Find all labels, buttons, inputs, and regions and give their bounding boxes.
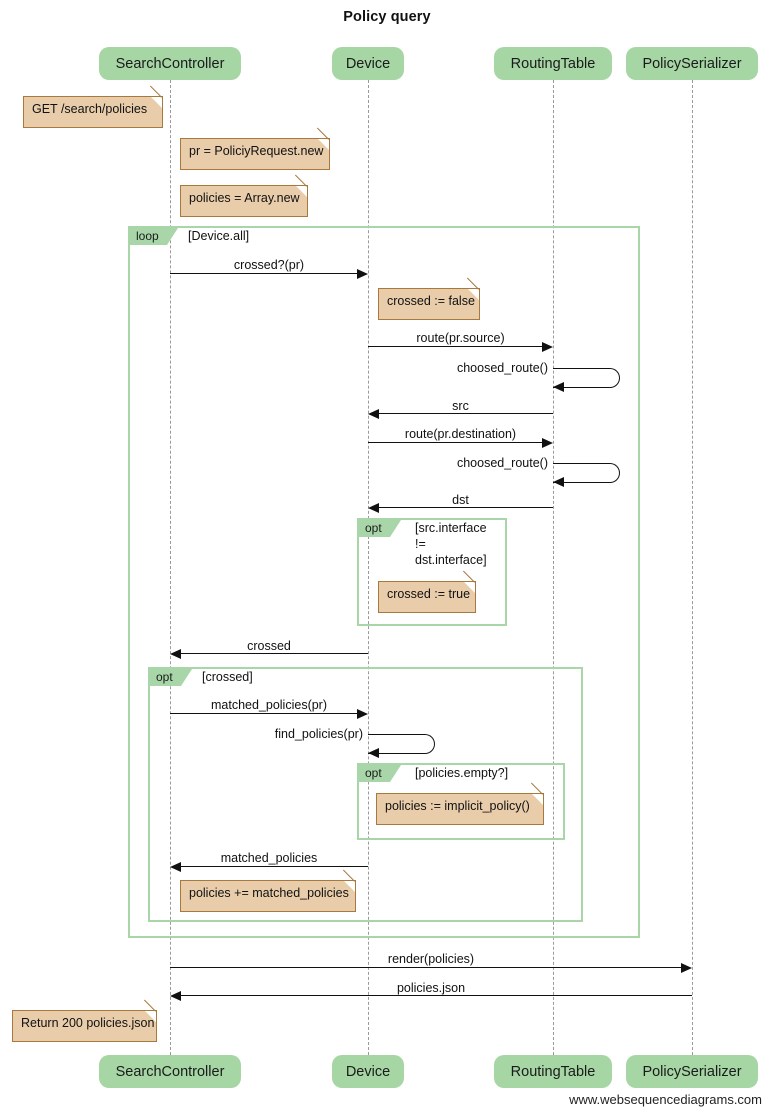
lifeline-search-controller bbox=[170, 80, 171, 1055]
msg-find-policies-arrowhead bbox=[368, 748, 379, 758]
note-get-search-policies: GET /search/policies bbox=[23, 85, 163, 128]
msg-route-source-label: route(pr.source) bbox=[416, 331, 505, 345]
fragment-opt-interface: opt [src.interface != dst.interface] bbox=[357, 518, 507, 626]
note-policies-append: policies += matched_policies bbox=[180, 869, 356, 912]
fragment-opt-interface-label: opt bbox=[359, 520, 401, 537]
note-pr-new: pr = PoliciyRequest.new bbox=[180, 127, 330, 170]
msg-matched-policies-return-line bbox=[181, 866, 368, 867]
note-get-search-policies-text: GET /search/policies bbox=[32, 102, 148, 116]
msg-choosed-route-1-label: choosed_route() bbox=[456, 361, 548, 375]
page-title: Policy query bbox=[343, 9, 431, 25]
participant-policy-serializer-top[interactable]: PolicySerializer bbox=[626, 47, 758, 80]
msg-render-policies-line bbox=[170, 967, 681, 968]
msg-dst-label: dst bbox=[452, 493, 469, 507]
msg-crossed-query-arrowhead bbox=[357, 269, 368, 279]
msg-dst-arrowhead bbox=[368, 503, 379, 513]
note-crossed-false-text: crossed := false bbox=[387, 294, 475, 308]
note-fold-line bbox=[316, 127, 329, 140]
msg-crossed-query-label: crossed?(pr) bbox=[233, 258, 305, 272]
fragment-opt-policies-empty-label: opt bbox=[359, 765, 401, 782]
note-crossed-true: crossed := true bbox=[378, 570, 476, 613]
note-implicit-policy-text: policies := implicit_policy() bbox=[385, 799, 530, 813]
fragment-opt-crossed-condition: [crossed] bbox=[202, 670, 253, 684]
note-implicit-policy: policies := implicit_policy() bbox=[376, 782, 544, 825]
msg-crossed-return-arrowhead bbox=[170, 649, 181, 659]
fragment-opt-crossed: opt [crossed] bbox=[148, 667, 583, 922]
participant-search-controller-top[interactable]: SearchController bbox=[99, 47, 241, 80]
msg-policies-json-label: policies.json bbox=[396, 981, 466, 995]
note-crossed-true-text: crossed := true bbox=[387, 587, 471, 601]
lifeline-routing-table bbox=[553, 80, 554, 1055]
fragment-loop-label: loop bbox=[130, 228, 178, 245]
msg-crossed-query-line bbox=[170, 273, 357, 274]
fragment-opt-interface-condition-line-3: dst.interface] bbox=[415, 553, 487, 567]
fragment-opt-policies-empty: opt [policies.empty?] bbox=[357, 763, 565, 840]
msg-choosed-route-2-label: choosed_route() bbox=[456, 456, 548, 470]
msg-choosed-route-2-loop bbox=[553, 463, 620, 483]
msg-src-line bbox=[379, 413, 553, 414]
msg-route-destination-arrowhead bbox=[542, 438, 553, 448]
msg-find-policies-label: find_policies(pr) bbox=[274, 727, 363, 741]
msg-choosed-route-2-arrowhead bbox=[553, 477, 564, 487]
note-return-200: Return 200 policies.json bbox=[12, 999, 157, 1042]
msg-matched-policies-call-line bbox=[170, 713, 357, 714]
participant-routing-table-top[interactable]: RoutingTable bbox=[494, 47, 612, 80]
fragment-opt-crossed-label: opt bbox=[150, 669, 192, 686]
msg-route-source-line bbox=[368, 346, 542, 347]
note-fold-line bbox=[149, 85, 162, 98]
fragment-opt-interface-condition-line-2: != bbox=[415, 537, 426, 551]
note-fold-icon bbox=[464, 582, 475, 593]
note-fold-icon bbox=[468, 289, 479, 300]
msg-src-label: src bbox=[452, 399, 469, 413]
watermark-label: www.websequencediagrams.com bbox=[569, 1092, 762, 1107]
note-fold-icon bbox=[296, 186, 307, 197]
participant-routing-table-bottom[interactable]: RoutingTable bbox=[494, 1055, 612, 1088]
msg-matched-policies-return-arrowhead bbox=[170, 862, 181, 872]
msg-render-policies-label: render(policies) bbox=[387, 952, 475, 966]
lifeline-device bbox=[368, 80, 369, 1055]
msg-route-destination-label: route(pr.destination) bbox=[404, 427, 517, 441]
msg-route-destination-line bbox=[368, 442, 542, 443]
note-return-200-text: Return 200 policies.json bbox=[21, 1016, 155, 1030]
note-fold-line bbox=[143, 999, 156, 1012]
msg-dst-line bbox=[379, 507, 553, 508]
fragment-opt-interface-condition-line-1: [src.interface bbox=[415, 521, 487, 535]
msg-policies-json-arrowhead bbox=[170, 991, 181, 1001]
msg-crossed-return-line bbox=[181, 653, 368, 654]
fragment-loop-device-all: loop [Device.all] bbox=[128, 226, 640, 938]
participant-device-bottom[interactable]: Device bbox=[332, 1055, 404, 1088]
note-crossed-false: crossed := false bbox=[378, 277, 480, 320]
participant-search-controller-bottom[interactable]: SearchController bbox=[99, 1055, 241, 1088]
note-fold-line bbox=[294, 174, 307, 187]
note-policies-array-new: policies = Array.new bbox=[180, 174, 308, 217]
fragment-opt-policies-empty-condition: [policies.empty?] bbox=[415, 766, 509, 780]
msg-choosed-route-1-loop bbox=[553, 368, 620, 388]
note-fold-icon bbox=[532, 794, 543, 805]
msg-find-policies-loop bbox=[368, 734, 435, 754]
msg-crossed-return-label: crossed bbox=[247, 639, 291, 653]
msg-choosed-route-1-arrowhead bbox=[553, 382, 564, 392]
note-fold-icon bbox=[344, 881, 355, 892]
note-policies-array-new-text: policies = Array.new bbox=[189, 191, 300, 205]
note-pr-new-text: pr = PoliciyRequest.new bbox=[189, 144, 324, 158]
participant-device-top[interactable]: Device bbox=[332, 47, 404, 80]
msg-route-source-arrowhead bbox=[542, 342, 553, 352]
msg-matched-policies-call-label: matched_policies(pr) bbox=[210, 698, 328, 712]
participant-policy-serializer-bottom[interactable]: PolicySerializer bbox=[626, 1055, 758, 1088]
msg-matched-policies-return-label: matched_policies bbox=[220, 851, 318, 865]
msg-render-policies-arrowhead bbox=[681, 963, 692, 973]
msg-policies-json-line bbox=[181, 995, 692, 996]
note-policies-append-text: policies += matched_policies bbox=[189, 886, 349, 900]
note-fold-icon bbox=[145, 1011, 156, 1022]
msg-matched-policies-call-arrowhead bbox=[357, 709, 368, 719]
lifeline-policy-serializer bbox=[692, 80, 693, 1055]
fragment-loop-condition: [Device.all] bbox=[188, 229, 250, 243]
msg-src-arrowhead bbox=[368, 409, 379, 419]
note-fold-icon bbox=[151, 97, 162, 108]
note-fold-icon bbox=[318, 139, 329, 150]
